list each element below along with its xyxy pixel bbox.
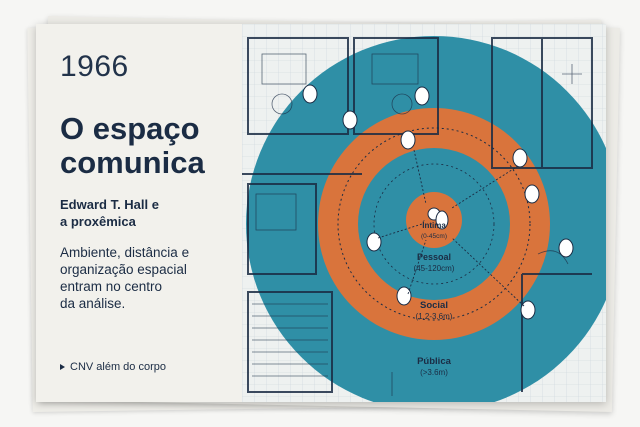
subhead-line: a proxêmica xyxy=(60,214,136,229)
social-ring-path xyxy=(337,127,531,321)
footer-link-label: CNV além do corpo xyxy=(70,361,166,373)
zone-intimate-label: Íntima xyxy=(422,221,446,230)
zone-public-range: (>3.6m) xyxy=(420,368,448,377)
headline: O espaço comunica xyxy=(60,112,260,180)
play-arrow-icon xyxy=(60,364,65,370)
zone-personal-range: (45-120cm) xyxy=(414,264,455,273)
text-panel: 1966 O espaço comunica Edward T. Hall e … xyxy=(36,24,242,402)
subheadline: Edward T. Hall e a proxêmica xyxy=(60,196,240,230)
person-icon xyxy=(396,286,412,306)
floor-plan-walls xyxy=(242,37,593,393)
footer-link[interactable]: CNV além do corpo xyxy=(60,361,166,373)
zone-public-label: Pública xyxy=(417,356,452,367)
year: 1966 xyxy=(60,50,129,83)
person-icon xyxy=(342,110,358,130)
person-icon xyxy=(427,207,449,230)
person-icon xyxy=(400,130,416,150)
description-line: Ambiente, distância e xyxy=(60,245,190,260)
zone-intimate-range: (0-45cm) xyxy=(421,233,447,240)
description-line: organização espacial xyxy=(60,262,187,277)
connection-arrows xyxy=(377,149,525,307)
person-icon xyxy=(366,232,382,252)
description-line: entram no centro xyxy=(60,279,163,294)
headline-line: comunica xyxy=(60,145,205,180)
person-icon xyxy=(414,86,430,106)
person-icon xyxy=(524,184,540,204)
zone-personal-label: Pessoal xyxy=(417,252,451,262)
description-line: da análise. xyxy=(60,296,126,311)
person-icon xyxy=(520,300,536,320)
headline-line: O espaço xyxy=(60,111,200,146)
person-icon xyxy=(558,238,574,258)
description: Ambiente, distância e organização espaci… xyxy=(60,244,240,312)
person-icon xyxy=(512,148,528,168)
floor-plan-svg: Íntima (0-45cm) Pessoal (45-120cm) Socia… xyxy=(242,24,606,402)
zone-social-range: (1.2-3.6m) xyxy=(416,312,453,321)
proxemics-card: 1966 O espaço comunica Edward T. Hall e … xyxy=(36,24,606,402)
person-figures xyxy=(302,84,574,320)
zone-social-label: Social xyxy=(420,300,448,311)
person-icon xyxy=(302,84,318,104)
subhead-line: Edward T. Hall e xyxy=(60,197,159,212)
floor-plan-details xyxy=(252,53,582,396)
personal-ring-path xyxy=(373,163,495,285)
proxemics-diagram: Íntima (0-45cm) Pessoal (45-120cm) Socia… xyxy=(242,24,606,402)
